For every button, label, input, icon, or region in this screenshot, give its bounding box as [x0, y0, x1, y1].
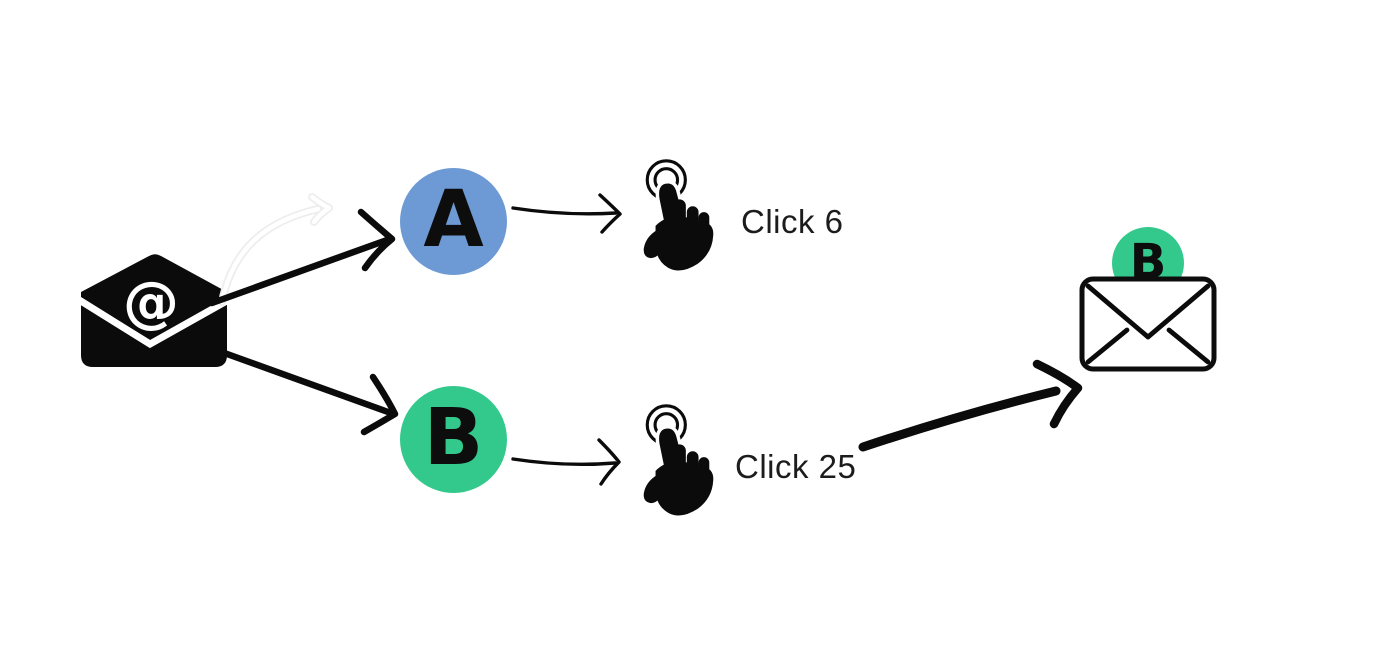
winner-arrow — [858, 359, 1083, 452]
split-arrow-to-a — [208, 208, 396, 307]
click-count-a: Click 6 — [741, 203, 844, 240]
split-arrow-to-b — [212, 346, 399, 436]
arrow-b-to-click — [511, 438, 621, 486]
arrow-a-to-click — [511, 193, 622, 234]
click-count-b: Click 25 — [735, 448, 857, 485]
envelope-outline-icon — [1079, 276, 1217, 372]
variant-a-label: A — [423, 174, 484, 265]
variant-b-label: B — [423, 392, 484, 483]
variant-a-node: A — [400, 168, 507, 275]
variant-b-node: B — [400, 386, 507, 493]
svg-text:@: @ — [123, 270, 179, 335]
email-at-envelope-icon: @ — [78, 254, 230, 367]
ghost-swoosh-arrow — [218, 193, 333, 306]
